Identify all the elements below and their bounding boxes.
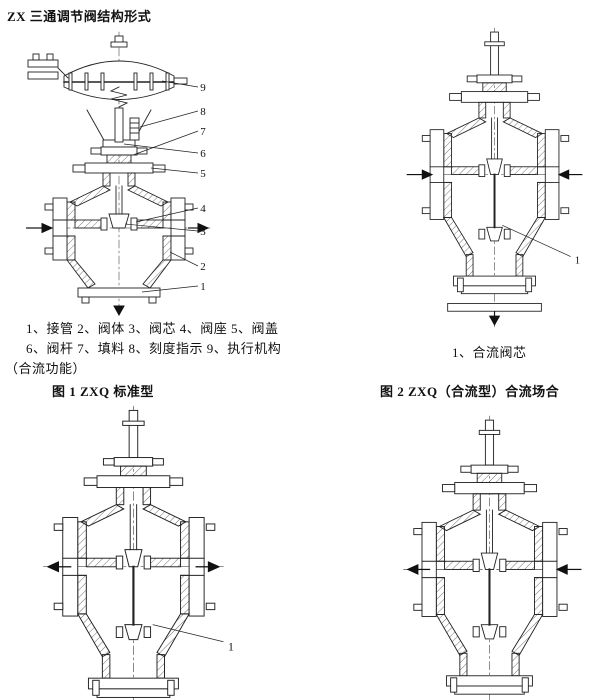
flow-arrows <box>406 169 583 326</box>
figure4-valve-diagram <box>402 415 582 700</box>
valve-body-drawing <box>42 405 227 700</box>
callout-7: 7 <box>200 126 206 138</box>
flow-arrows <box>406 564 582 575</box>
figure1-standard-valve-diagram: 9 8 7 6 5 4 3 2 1 <box>26 31 211 316</box>
callout-6: 6 <box>200 148 206 160</box>
callout-leader-lines <box>123 80 199 293</box>
figure2-converging-valve-diagram: 1 <box>406 27 583 328</box>
callout-4: 4 <box>200 203 206 215</box>
flow-arrows <box>26 222 210 316</box>
flow-arrows <box>46 561 221 573</box>
callout: 1 <box>152 624 234 653</box>
figure1-caption: 图 1 ZXQ 标准型 <box>52 384 154 399</box>
callout-1: 1 <box>575 254 580 266</box>
figure1-legend-line2: 6、阀杆 7、填料 8、刻度指示 9、执行机构 <box>26 341 282 356</box>
callout-1: 1 <box>200 281 206 293</box>
figure3-diverging-valve-diagram: 1 <box>42 405 234 700</box>
callout-labels: 9 8 7 6 5 4 3 2 1 <box>200 82 206 293</box>
callout-3: 3 <box>200 226 206 238</box>
figure1-legend-line3: （合流功能） <box>5 361 87 376</box>
callout-5: 5 <box>200 168 206 180</box>
valve-body-drawing <box>402 415 579 700</box>
page-title: ZX 三通调节阀结构形式 <box>7 9 152 24</box>
figure1-legend-line1: 1、接管 2、阀体 3、阀芯 4、阀座 5、阀盖 <box>26 321 279 336</box>
figure2-legend: 1、合流阀芯 <box>452 345 527 360</box>
callout-9: 9 <box>200 82 206 94</box>
valve-body-drawing <box>411 27 580 328</box>
callout-8: 8 <box>200 106 206 118</box>
valve-cross-section <box>27 31 211 315</box>
callout-1: 1 <box>228 640 234 653</box>
figure2-caption: 图 2 ZXQ（合流型）合流场合 <box>380 384 560 399</box>
callout-2: 2 <box>200 261 206 273</box>
callout: 1 <box>502 225 580 266</box>
